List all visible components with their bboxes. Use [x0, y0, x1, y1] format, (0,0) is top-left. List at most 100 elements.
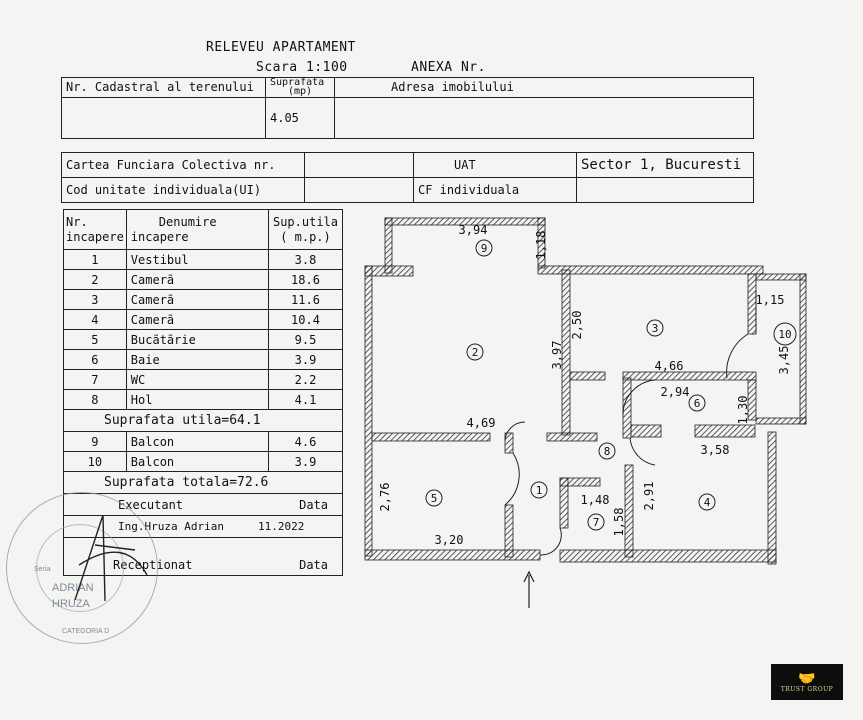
col-area-bottom: ( m.p.) — [280, 229, 331, 244]
surface-header-top: Suprafata — [270, 77, 325, 89]
surface-header-bottom: (mp) — [287, 86, 313, 98]
room-nr: 3 — [63, 289, 127, 310]
room-name: Camerã — [125, 269, 269, 290]
room-name: Hol — [125, 389, 269, 410]
dim-466: 4,66 — [655, 359, 684, 373]
room-nr: 6 — [63, 349, 127, 370]
col-nr-bottom: incapere — [66, 229, 124, 244]
floor-plan: 9 2 3 10 6 8 1 5 4 7 3,94 1,15 4,66 2,94… — [364, 217, 807, 608]
data-label-2: Data — [299, 558, 328, 572]
useful-total: Suprafata utila=64.1 — [63, 409, 343, 432]
doors — [504, 290, 757, 556]
col-area-header: Sup.utila ( m.p.) — [267, 209, 344, 250]
room-name: Baie — [125, 349, 269, 370]
room-number-8: 8 — [604, 445, 611, 458]
surface-header: Suprafata (mp) — [265, 77, 335, 98]
dim-469: 4,69 — [467, 416, 496, 430]
room-nr: 2 — [63, 269, 127, 290]
entrance-arrow-icon — [523, 570, 535, 608]
dim-250: 2,50 — [570, 311, 584, 340]
balcony-name: Balcon — [125, 451, 269, 472]
cadastral-table: Nr. Cadastral al terenului Suprafata (mp… — [61, 77, 754, 140]
room-area: 10.4 — [267, 309, 344, 330]
handshake-icon: 🤝 — [798, 670, 816, 687]
balcony-name: Balcon — [125, 431, 269, 452]
stamp-line2: HRUZA — [52, 598, 90, 610]
document-title: RELEVEU APARTAMENT — [206, 40, 356, 55]
col-name-bottom: incapere — [130, 229, 189, 244]
room-nr: 4 — [63, 309, 127, 330]
col-name-header: Denumire incapere — [125, 209, 269, 250]
balcony-nr: 9 — [63, 431, 127, 452]
room-name: WC — [125, 369, 269, 390]
room-area: 11.6 — [267, 289, 344, 310]
room-name: Vestibul — [125, 249, 269, 270]
carte-label: Cartea Funciara Colectiva nr. — [61, 152, 305, 178]
signature-icon — [74, 514, 148, 602]
room-number-3: 3 — [652, 322, 659, 335]
location-value: Sector 1, Bucuresti — [576, 152, 754, 178]
room-number-5: 5 — [431, 492, 438, 505]
dim-118: 1,18 — [534, 231, 548, 260]
room-area: 4.1 — [267, 389, 344, 410]
room-number-6: 6 — [694, 397, 701, 410]
room-number-2: 2 — [472, 346, 479, 359]
room-area: 9.5 — [267, 329, 344, 350]
annex-label: ANEXA Nr. — [411, 60, 486, 75]
room-area: 3.9 — [267, 349, 344, 370]
cod-label: Cod unitate individuala(UI) — [61, 177, 305, 203]
scale-label: Scara 1:100 — [256, 60, 348, 75]
col-area-top: Sup.utila — [272, 214, 338, 229]
room-name: Bucãtãrie — [125, 329, 269, 350]
room-name: Camerã — [125, 289, 269, 310]
dim-276: 2,76 — [378, 483, 392, 512]
data-label: Data — [299, 497, 328, 512]
executant-label: Executant — [118, 497, 184, 512]
surface-value: 4.05 — [265, 96, 335, 140]
dim-320: 3,20 — [435, 533, 464, 547]
dim-158: 1,58 — [612, 508, 626, 537]
balcony-area: 4.6 — [267, 431, 344, 452]
room-number-4: 4 — [704, 496, 711, 509]
room-number-7: 7 — [593, 516, 600, 529]
stamp-outer-ring — [6, 492, 158, 644]
room-nr: 8 — [63, 389, 127, 410]
room-area: 18.6 — [267, 269, 344, 290]
room-area: 2.2 — [267, 369, 344, 390]
dim-291: 2,91 — [642, 482, 656, 511]
cadastral-value — [61, 96, 266, 140]
room-name: Camerã — [125, 309, 269, 330]
stamp-line1: ADRIAN — [52, 582, 94, 594]
cadastral-label: Nr. Cadastral al terenului — [61, 77, 266, 98]
dim-294: 2,94 — [661, 385, 690, 399]
stamp-line4: Seria — [34, 566, 51, 573]
room-nr: 1 — [63, 249, 127, 270]
room-number-10: 10 — [778, 328, 791, 341]
trust-group-logo: 🤝 TRUST GROUP — [771, 664, 843, 700]
grand-total: Suprafata totala=72.6 — [63, 471, 343, 494]
col-name-top: Denumire — [158, 214, 217, 229]
cod-value — [304, 177, 414, 203]
dim-394: 3,94 — [459, 223, 488, 237]
dim-115: 1,15 — [756, 293, 785, 307]
cf-value — [576, 177, 754, 203]
stamp-inner-ring — [36, 524, 124, 612]
room-area: 3.8 — [267, 249, 344, 270]
dim-130: 1,30 — [736, 396, 750, 425]
room-nr: 7 — [63, 369, 127, 390]
room-nr: 5 — [63, 329, 127, 350]
cf-label: CF individuala — [413, 177, 577, 203]
address-label: Adresa imobilului — [334, 77, 754, 98]
room-number-9: 9 — [481, 242, 488, 255]
room-markers — [425, 239, 797, 531]
balcony-nr: 10 — [63, 451, 127, 472]
